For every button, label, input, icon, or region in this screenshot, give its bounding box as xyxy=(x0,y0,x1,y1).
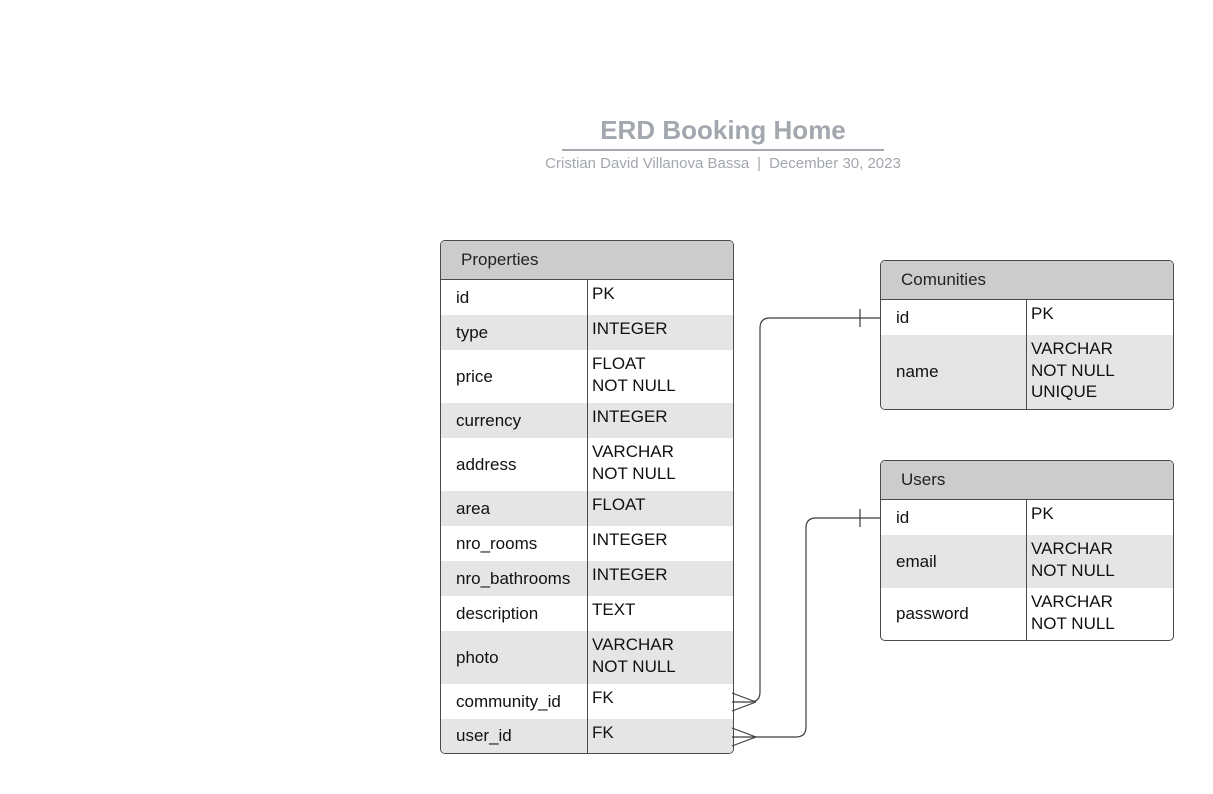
field-type: VARCHAR NOT NULL xyxy=(592,442,676,483)
field-name: area xyxy=(441,491,588,526)
entity-comunities[interactable]: Comunities id PK name VARCHAR NOT NULL U… xyxy=(880,260,1174,410)
field-name: email xyxy=(881,535,1027,588)
diagram-date: December 30, 2023 xyxy=(769,155,901,172)
entity-header: Users xyxy=(881,461,1173,500)
table-row: password VARCHAR NOT NULL xyxy=(881,588,1173,640)
table-row: currency INTEGER xyxy=(441,403,733,438)
field-type: VARCHAR NOT NULL xyxy=(592,635,676,676)
table-row: name VARCHAR NOT NULL UNIQUE xyxy=(881,335,1173,409)
connector-line-user xyxy=(732,517,880,738)
field-name: currency xyxy=(441,403,588,438)
crows-foot-many-icon xyxy=(731,727,757,747)
table-row: id PK xyxy=(441,280,733,315)
relationship-community[interactable] xyxy=(731,309,880,712)
entity-rows: id PK type INTEGER price FLOAT NOT NULL … xyxy=(441,280,733,753)
crows-foot-many-icon xyxy=(731,692,757,712)
entity-header: Properties xyxy=(441,241,733,280)
table-row: nro_bathrooms INTEGER xyxy=(441,561,733,596)
field-name: name xyxy=(881,335,1027,409)
diagram-subtitle: Cristian David Villanova Bassa | December … xyxy=(480,155,966,172)
field-type: FK xyxy=(592,723,614,742)
author-name: Cristian David Villanova Bassa xyxy=(545,155,750,172)
table-row: email VARCHAR NOT NULL xyxy=(881,535,1173,588)
field-type: INTEGER xyxy=(592,319,668,338)
table-row: price FLOAT NOT NULL xyxy=(441,350,733,403)
field-type: PK xyxy=(1031,504,1054,523)
entity-rows: id PK name VARCHAR NOT NULL UNIQUE xyxy=(881,300,1173,409)
field-name: address xyxy=(441,438,588,491)
subtitle-separator: | xyxy=(757,155,762,172)
field-type: FK xyxy=(592,688,614,707)
field-type: VARCHAR NOT NULL UNIQUE xyxy=(1031,339,1115,401)
entity-header: Comunities xyxy=(881,261,1173,300)
field-name: nro_rooms xyxy=(441,526,588,561)
field-name: id xyxy=(881,500,1027,535)
field-type: PK xyxy=(1031,304,1054,323)
field-type: VARCHAR NOT NULL xyxy=(1031,592,1115,633)
field-name: user_id xyxy=(441,719,588,753)
table-row: id PK xyxy=(881,500,1173,535)
field-type: INTEGER xyxy=(592,530,668,549)
field-type: FLOAT xyxy=(592,495,646,514)
field-name: nro_bathrooms xyxy=(441,561,588,596)
table-row: type INTEGER xyxy=(441,315,733,350)
field-type: INTEGER xyxy=(592,407,668,426)
field-name: community_id xyxy=(441,684,588,719)
entity-rows: id PK email VARCHAR NOT NULL password VA… xyxy=(881,500,1173,640)
field-name: password xyxy=(881,588,1027,640)
field-type: PK xyxy=(592,284,615,303)
table-row: community_id FK xyxy=(441,684,733,719)
field-name: photo xyxy=(441,631,588,684)
field-type: FLOAT NOT NULL xyxy=(592,354,676,395)
table-row: photo VARCHAR NOT NULL xyxy=(441,631,733,684)
field-type: TEXT xyxy=(592,600,636,619)
field-type: INTEGER xyxy=(592,565,668,584)
field-type: VARCHAR NOT NULL xyxy=(1031,539,1115,580)
table-row: user_id FK xyxy=(441,719,733,753)
table-row: address VARCHAR NOT NULL xyxy=(441,438,733,491)
table-row: id PK xyxy=(881,300,1173,335)
field-name: price xyxy=(441,350,588,403)
entity-properties[interactable]: Properties id PK type INTEGER price FLOA… xyxy=(440,240,734,754)
relationship-user[interactable] xyxy=(731,509,880,747)
field-name: description xyxy=(441,596,588,631)
field-name: type xyxy=(441,315,588,350)
diagram-title: ERD Booking Home xyxy=(562,114,884,151)
entity-users[interactable]: Users id PK email VARCHAR NOT NULL passw… xyxy=(880,460,1174,641)
field-name: id xyxy=(441,280,588,315)
table-row: description TEXT xyxy=(441,596,733,631)
table-row: nro_rooms INTEGER xyxy=(441,526,733,561)
table-row: area FLOAT xyxy=(441,491,733,526)
field-name: id xyxy=(881,300,1027,335)
